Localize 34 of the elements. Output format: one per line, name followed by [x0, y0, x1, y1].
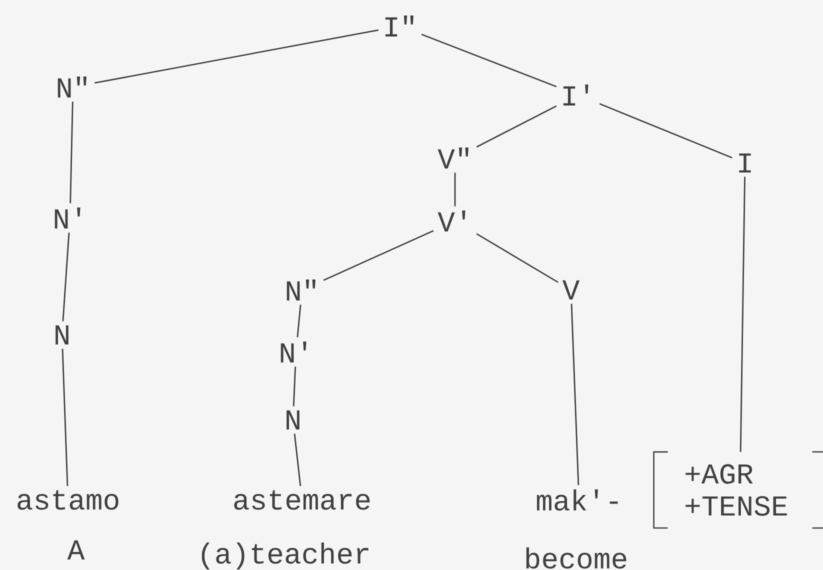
- tree-branch: [296, 304, 302, 338]
- tree-branch: [740, 176, 746, 452]
- feature-bracket: +AGR +TENSE: [653, 451, 823, 529]
- tree-branch: [476, 233, 558, 283]
- category-label: N': [280, 341, 306, 362]
- tree-branch: [292, 366, 296, 406]
- tree-branch: [476, 105, 557, 148]
- tree-branch: [62, 232, 70, 322]
- tree-branch: [70, 102, 74, 204]
- category-label: N': [54, 207, 80, 228]
- category-label: N": [58, 76, 86, 98]
- tree-branch: [294, 434, 302, 486]
- gloss-label: (a)teacher: [202, 542, 368, 570]
- word-label: mak'-: [536, 489, 618, 511]
- category-label: N: [56, 325, 68, 345]
- gloss-label: A: [67, 540, 85, 560]
- category-label: I: [739, 153, 751, 173]
- tree-branch: [323, 230, 434, 281]
- word-label: astemare: [234, 490, 370, 510]
- category-label: V: [562, 280, 580, 300]
- tree-branch: [62, 348, 68, 486]
- tree-branch: [454, 172, 456, 206]
- tree-branch: [570, 304, 580, 486]
- tree-branch: [94, 29, 379, 84]
- category-label: V': [438, 210, 466, 232]
- word-label: astamo: [18, 490, 118, 510]
- tree-branch: [599, 103, 732, 158]
- category-label: I': [563, 84, 588, 106]
- category-label: I": [385, 15, 414, 36]
- gloss-label: become: [526, 547, 626, 569]
- tree-branch: [421, 34, 557, 88]
- category-label: N: [286, 410, 300, 430]
- category-label: V": [438, 147, 468, 168]
- category-label: N": [286, 279, 316, 300]
